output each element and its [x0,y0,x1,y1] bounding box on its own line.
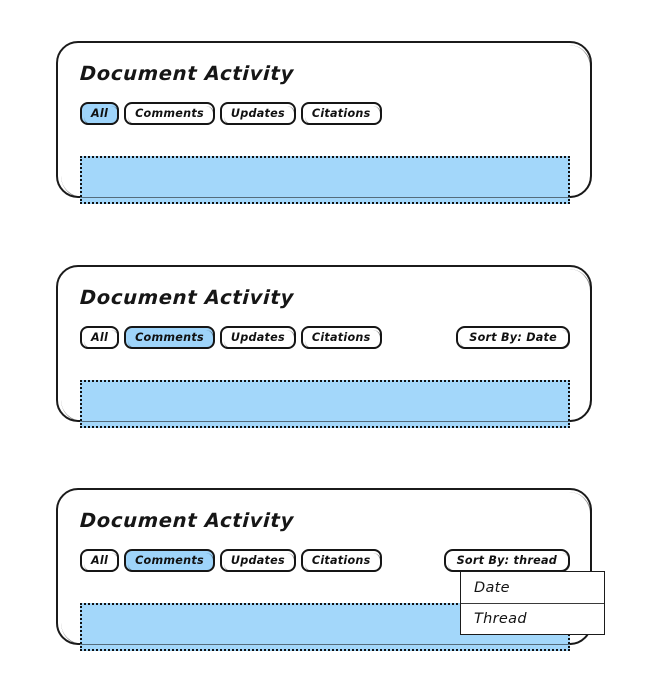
tab-bar: All Comments Updates Citations [80,101,570,126]
document-activity-panel-2: Document Activity All Comments Updates C… [56,265,592,428]
tab-bar: All Comments Updates Citations Sort By: … [80,325,570,350]
tab-comments-label: Comments [135,107,204,120]
tab-citations[interactable]: Citations [300,326,382,349]
sort-by-dropdown-menu: Date Thread [460,571,605,635]
sort-by-button[interactable]: Sort By: thread [443,549,570,572]
tab-comments-label: Comments [135,554,204,567]
tab-all[interactable]: All [80,326,120,349]
tab-comments-label: Comments [135,331,204,344]
tab-updates-label: Updates [230,107,285,120]
tab-updates[interactable]: Updates [219,549,296,572]
tab-updates-label: Updates [230,554,285,567]
sort-option-thread-label: Thread [474,611,527,627]
tab-all[interactable]: All [80,549,120,572]
document-activity-panel-3: Document Activity All Comments Updates C… [56,488,592,651]
page-title: Document Activity [79,286,295,309]
tab-citations-label: Citations [311,554,371,567]
tab-citations-label: Citations [311,107,371,120]
tab-all-label: All [91,107,109,120]
tab-bar: All Comments Updates Citations Sort By: … [80,548,570,573]
document-activity-panel-1: Document Activity All Comments Updates C… [56,41,592,204]
sort-option-date[interactable]: Date [461,572,604,603]
page-title: Document Activity [79,509,295,532]
activity-content-placeholder [80,380,570,428]
tab-citations-label: Citations [311,331,371,344]
tab-citations[interactable]: Citations [300,102,382,125]
tab-all[interactable]: All [80,102,120,125]
tab-updates[interactable]: Updates [219,326,296,349]
sort-by-label: Sort By: Date [469,331,557,344]
activity-content-placeholder [80,156,570,204]
sort-option-date-label: Date [474,579,510,596]
tab-comments[interactable]: Comments [124,326,215,349]
tab-all-label: All [91,554,109,567]
sort-option-thread[interactable]: Thread [461,603,604,634]
tab-comments[interactable]: Comments [124,102,215,125]
tab-updates[interactable]: Updates [219,102,296,125]
tab-citations[interactable]: Citations [300,549,382,572]
sort-by-button[interactable]: Sort By: Date [456,326,570,349]
tab-all-label: All [91,331,109,344]
tab-comments[interactable]: Comments [124,549,215,572]
sort-by-label: Sort By: thread [456,554,557,567]
tab-updates-label: Updates [230,331,285,344]
page-title: Document Activity [79,62,295,85]
